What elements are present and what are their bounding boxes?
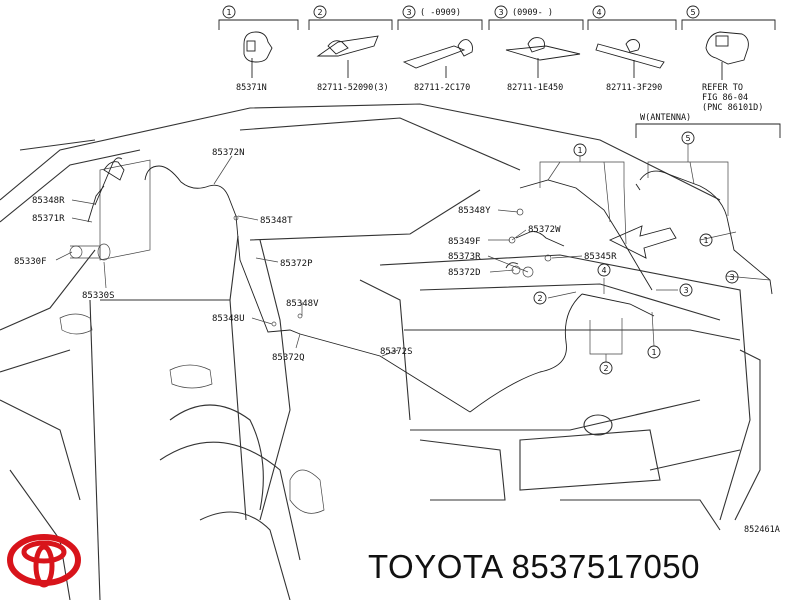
header-index-3b: 3 <box>498 8 503 17</box>
header-part-number-3b: 82711-1E450 <box>507 83 563 93</box>
header-index-4: 4 <box>596 8 601 17</box>
bubble-4: 4 <box>601 266 606 275</box>
callout-85348Y: 85348Y <box>458 206 491 216</box>
header-index-3a: 3 <box>406 8 411 17</box>
antenna-clip-icon <box>705 31 749 80</box>
leader-lines <box>55 144 771 362</box>
callout-85372N: 85372N <box>212 148 245 158</box>
callout-85348T: 85348T <box>260 216 293 226</box>
vehicle-outline <box>0 103 761 600</box>
clamp-82711-52090-icon <box>316 35 379 78</box>
bubble-3-right: 3 <box>729 273 734 282</box>
clip-85371N-icon <box>243 31 273 78</box>
clamp-82711-1E450-icon <box>505 37 581 78</box>
callout-labels: 85372N 85348R 85371R 85330F 85330S 85348… <box>14 148 617 363</box>
bubble-1-top: 1 <box>577 146 582 155</box>
clamp-82711-2C170-icon <box>402 39 473 78</box>
refer-note-line-2: FIG 86-04 <box>702 93 748 103</box>
antenna-label: W(ANTENNA) <box>640 113 691 123</box>
refer-note-line-3: (PNC 86101D) <box>702 103 763 113</box>
bubble-1-right: 1 <box>703 236 708 245</box>
antenna-hose: W(ANTENNA) <box>635 113 781 295</box>
callout-85372W: 85372W <box>528 225 561 235</box>
header-parts-row: 1 2 3 ( -0909) 3 (0909- ) 4 5 <box>218 5 776 30</box>
bubble-3: 3 <box>683 286 688 295</box>
callout-bubbles: 1 5 1 3 3 4 2 2 1 <box>533 131 739 375</box>
callout-85345R: 85345R <box>584 252 617 262</box>
callout-85371R: 85371R <box>32 214 65 224</box>
callout-85349F: 85349F <box>448 237 481 247</box>
header-index-1: 1 <box>226 8 231 17</box>
bubble-2-left: 2 <box>537 294 542 303</box>
callout-85330S: 85330S <box>82 291 115 301</box>
header-part-number-1: 85371N <box>236 83 267 93</box>
refer-note-line-1: REFER TO <box>702 83 743 93</box>
callout-85348U: 85348U <box>212 314 245 324</box>
callout-85373R: 85373R <box>448 252 481 262</box>
header-index-5: 5 <box>690 8 695 17</box>
toyota-logo <box>7 534 81 588</box>
callout-85372S: 85372S <box>380 347 413 357</box>
callout-85348R: 85348R <box>32 196 65 206</box>
header-part-number-2: 82711-52090(3) <box>317 83 389 93</box>
figure-code: 852461A <box>744 525 780 535</box>
header-part-number-4: 82711-3F290 <box>606 83 662 93</box>
header-index-2: 2 <box>317 8 322 17</box>
callout-85372P: 85372P <box>280 259 313 269</box>
bubble-2-bottom: 2 <box>603 364 608 373</box>
detail-arrow-icon <box>608 225 677 259</box>
callout-85372D: 85372D <box>448 268 481 278</box>
brand-part-number: TOYOTA 8537517050 <box>368 548 701 585</box>
callout-85330F: 85330F <box>14 257 47 267</box>
callout-85372Q: 85372Q <box>272 353 305 363</box>
clamp-82711-3F290-icon <box>595 39 665 78</box>
header-code-3a: ( -0909) <box>420 8 461 18</box>
header-code-3b: (0909- ) <box>512 8 553 18</box>
bubble-1-bottom: 1 <box>651 348 656 357</box>
bubble-5: 5 <box>685 134 690 143</box>
header-part-number-3a: 82711-2C170 <box>414 83 470 93</box>
callout-85348V: 85348V <box>286 299 319 309</box>
